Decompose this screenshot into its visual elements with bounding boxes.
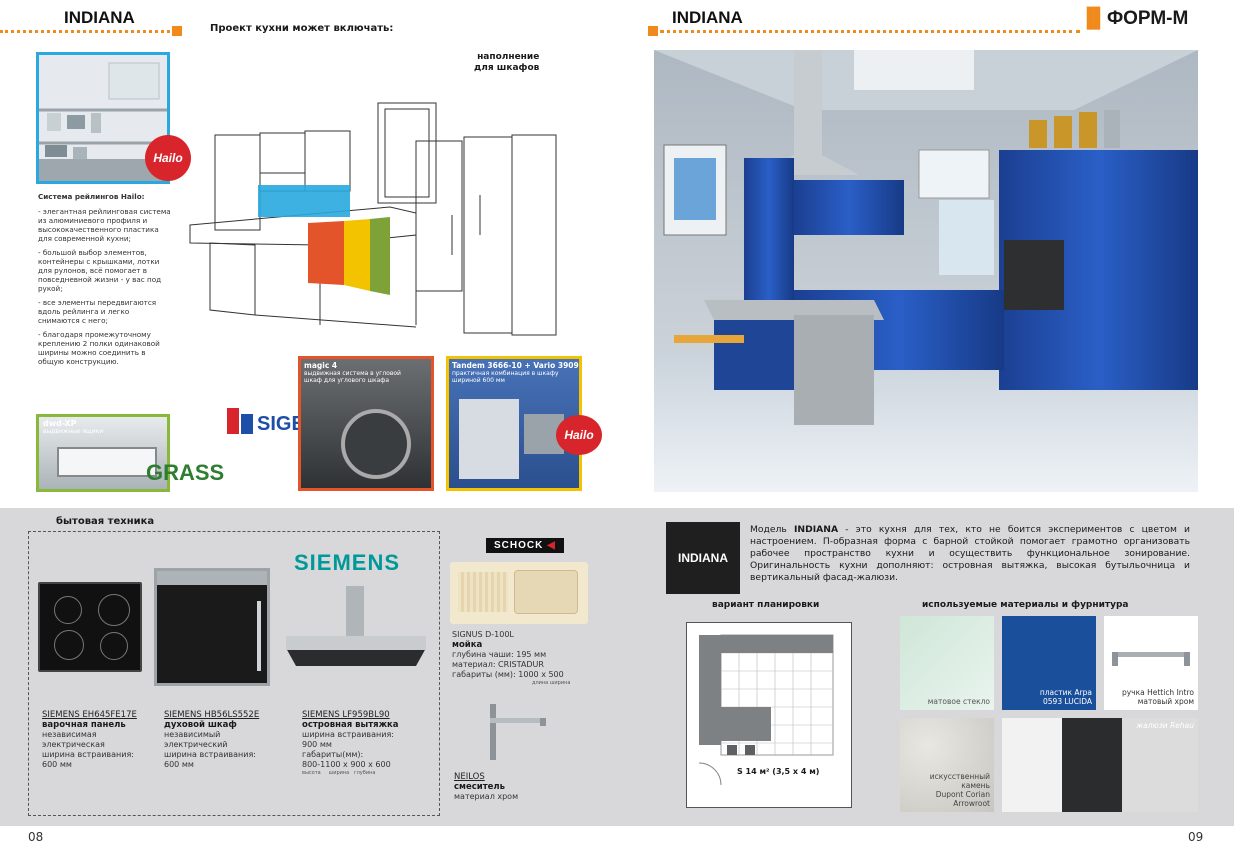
appliance-2-text: SIEMENS HB56LS552E духовой шкаф независи… [164, 710, 280, 770]
appliance-2-type: духовой шкаф [164, 720, 237, 730]
appliance-2-desc: независимый электрический ширина встраив… [164, 730, 256, 769]
rail-para-1: - элегантная рейлинговая система из алюм… [38, 207, 171, 243]
desc-pre: Модель [750, 524, 794, 535]
hailo-logo-2: Hailo [556, 415, 602, 455]
appliances-heading: бытовая техника [56, 516, 155, 527]
mixer-desc: материал хром [454, 792, 519, 801]
brand-logo: ▐▌ФОРМ-М [1080, 8, 1188, 30]
grass-logo: GRASS [146, 460, 225, 485]
mixer-name: NEILOS [454, 772, 485, 782]
sige-logo: SIGE [225, 402, 325, 442]
appliances-frame [28, 531, 440, 816]
indiana-badge: INDIANA [666, 522, 740, 594]
material-handle: ручка Hettich Intro матовый хром [1104, 616, 1198, 710]
schock-logo: SCHOCK ◀ [486, 538, 564, 553]
dwd-xp-photo: dwd-XP выдвижные ящики [36, 414, 170, 492]
material-3-caption: ручка Hettich Intro матовый хром [1121, 688, 1194, 706]
sink-type: мойка [452, 640, 483, 650]
header-dots-right [660, 30, 1080, 33]
desc-post: - это кухня для тех, кто не боится экспе… [750, 524, 1190, 583]
oven-image [154, 568, 270, 686]
magic-label: magic 4 [304, 361, 338, 370]
sige-text: SIGE [257, 413, 305, 435]
tandem-text: практичная комбинация в шкафу шириной 60… [452, 370, 559, 384]
header-dots-left [0, 30, 170, 33]
fill-label: наполнение для шкафов [474, 52, 540, 73]
material-corian: искусственный камень Dupont Corian Arrow… [900, 718, 994, 812]
appliance-3-text: SIEMENS LF959BL90 островная вытяжка шири… [302, 710, 434, 776]
tandem-label: Tandem 3666-10 + Vario 3909 [452, 361, 579, 370]
material-1-caption: матовое стекло [927, 697, 990, 706]
appliance-3-desc: ширина встраивания: 900 мм габариты(мм):… [302, 730, 394, 769]
appliance-1-desc: независимая электрическая ширина встраив… [42, 730, 134, 769]
cooktop-image [38, 582, 142, 672]
page-title-right: INDIANA [672, 8, 743, 27]
hailo-rail-photo [36, 52, 170, 184]
mixer-image [486, 700, 550, 764]
desc-bold: INDIANA [794, 524, 839, 535]
appliance-3-dims: высота ширина глубина [302, 770, 376, 776]
material-2-caption: пластик Arpa 0593 LUCIDA [1039, 688, 1092, 706]
materials-heading: используемые материалы и фурнитура [922, 600, 1129, 610]
page-number-left: 08 [28, 830, 44, 844]
mixer-text: NEILOS смеситель материал хром [454, 772, 584, 802]
plan-area: S 14 м² (3,5 x 4 м) [737, 767, 820, 776]
sink-desc: глубина чаши: 195 мм материал: CRISTADUR… [452, 650, 564, 679]
appliance-1-type: варочная панель [42, 720, 126, 730]
model-description: Модель INDIANA - это кухня для тех, кто … [750, 524, 1190, 584]
appliance-1-text: SIEMENS EH645FE17E варочная панель незав… [42, 710, 152, 770]
sink-dims: длина ширина [532, 680, 571, 686]
header-square-right [648, 26, 658, 36]
sink-image [450, 562, 588, 624]
siemens-logo: SIEMENS [294, 550, 401, 575]
brand-logo-bars-icon: ▐▌ [1080, 8, 1107, 29]
sink-name: SIGNUS D-100L [452, 630, 514, 639]
rail-para-4: - благодаря промежуточному креплению 2 п… [38, 330, 160, 366]
appliance-3-name: SIEMENS LF959BL90 [302, 710, 390, 720]
header-square-left [172, 26, 182, 36]
magic4-photo: magic 4 выдвижная система в угловой шкаф… [298, 356, 434, 491]
appliance-3-type: островная вытяжка [302, 720, 399, 730]
magic-text: выдвижная система в угловой шкаф для угл… [304, 370, 401, 384]
kitchen-render-photo [654, 50, 1198, 492]
rail-heading: Система рейлингов Hailo: [38, 192, 145, 201]
page-title-left: INDIANA [64, 8, 135, 27]
material-blue-plastic: пластик Arpa 0593 LUCIDA [1002, 616, 1096, 710]
rail-para-3: - все элементы передвигаются вдоль рейли… [38, 298, 157, 325]
dwd-sub: выдвижные ящики [43, 428, 104, 435]
material-5-caption: жалюзи Rehau [1136, 721, 1194, 730]
kitchen-line-drawing [189, 102, 557, 336]
appliance-1-name: SIEMENS EH645FE17E [42, 710, 137, 720]
material-4-caption: искусственный камень Dupont Corian Arrow… [929, 772, 990, 808]
dwd-label: dwd-XP [43, 419, 77, 428]
material-matte-glass: матовое стекло [900, 616, 994, 710]
material-blinds: жалюзи Rehau [1002, 718, 1198, 812]
schock-logo-arrow-icon: ◀ [547, 540, 556, 551]
plan-heading: вариант планировки [712, 600, 820, 610]
hood-image [286, 586, 426, 676]
mixer-type: смеситель [454, 782, 506, 792]
appliance-2-name: SIEMENS HB56LS552E [164, 710, 260, 720]
rail-para-2: - большой выбор элементов, контейнеры с … [38, 248, 162, 293]
rail-text-block: Система рейлингов Hailo: - элегантная ре… [38, 192, 172, 366]
floor-plan: S 14 м² (3,5 x 4 м) [686, 622, 852, 808]
project-heading: Проект кухни может включать: [210, 23, 394, 34]
page-number-right: 09 [1188, 830, 1204, 844]
brand-logo-text: ФОРМ-М [1106, 8, 1189, 29]
sink-text: SIGNUS D-100L мойка глубина чаши: 195 мм… [452, 630, 592, 686]
hailo-logo: Hailo [145, 135, 191, 181]
schock-logo-text: SCHOCK [494, 540, 544, 551]
